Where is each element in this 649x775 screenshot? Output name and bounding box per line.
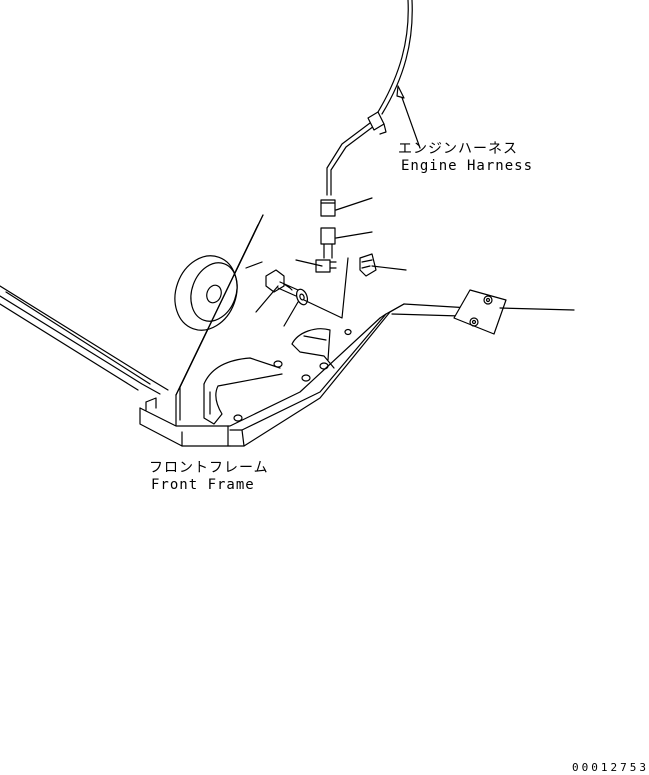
front-frame [0,214,471,447]
drawing-code: 00012753 [572,761,649,774]
connector-plug-upper [320,199,336,217]
bolt [265,269,299,297]
front-frame-label: Front Frame [151,477,255,493]
engine-harness [326,0,413,196]
cover-plate [453,289,507,335]
front-frame-label-jp: フロントフレーム [149,460,269,476]
leader-lines [255,85,575,327]
connector-plug-lower [315,227,337,273]
engine-harness-label: Engine Harness [401,158,534,174]
engine-harness-label-jp: エンジンハーネス [398,141,518,157]
harness-clip [359,253,377,277]
